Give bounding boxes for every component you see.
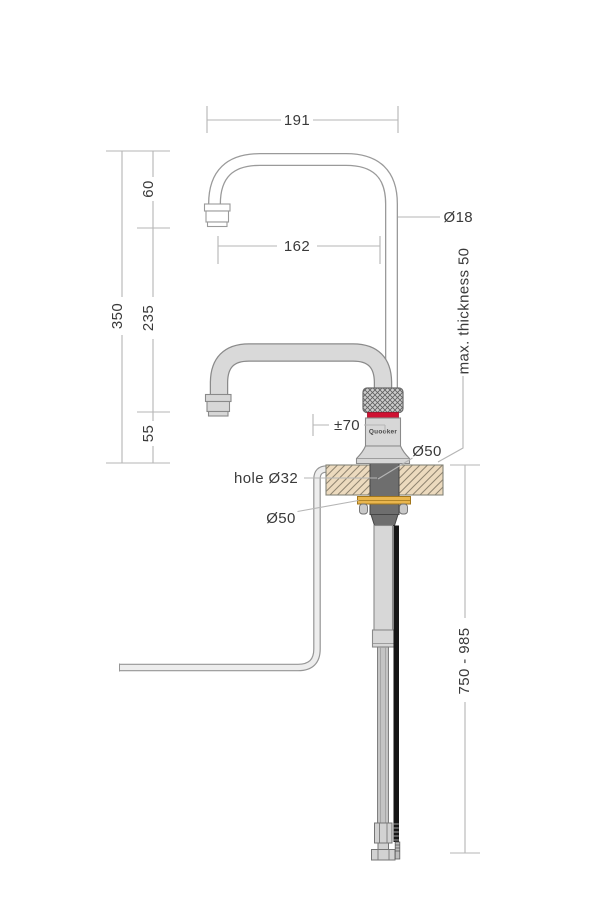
- dim-label-750-985: 750 - 985: [456, 628, 473, 695]
- dim-label-162: 162: [284, 238, 310, 255]
- dim-label-hole-d32: hole Ø32: [234, 470, 298, 487]
- label-washer-diameter-50: Ø50: [266, 499, 359, 527]
- bolt-right: [399, 503, 408, 515]
- dim-label-d50-washer: Ø50: [266, 510, 296, 527]
- spout-raised-outline: [203, 153, 398, 390]
- spout-nozzle-lowered: [204, 393, 232, 417]
- dim-label-60: 60: [140, 180, 157, 198]
- braided-hose: [377, 646, 389, 824]
- brass-washer: [357, 496, 411, 505]
- dim-spout-reach-162: 162: [217, 236, 381, 264]
- dim-segments-60-235-55: 60 235 55: [137, 150, 170, 464]
- hose-connector: [371, 629, 395, 648]
- label-base-diameter-50: Ø50: [377, 443, 442, 480]
- bolt-left: [359, 503, 368, 515]
- brand-label: Quooker: [369, 429, 397, 436]
- dim-label-350: 350: [109, 303, 126, 329]
- mounting-bolts: [359, 503, 408, 515]
- dim-total-height-350: 350: [106, 150, 138, 464]
- pullout-hose: [119, 465, 334, 672]
- dim-hose-length-750-985: 750 - 985: [450, 464, 480, 854]
- dim-spout-width-191: 191: [206, 106, 399, 133]
- dim-label-max-thickness: max. thickness 50: [456, 248, 473, 375]
- dim-label-55: 55: [140, 425, 157, 443]
- dimension-annotations: 191 350 60 235 55 162 Ø18 max. thickness…: [106, 106, 480, 854]
- red-ring: [367, 412, 399, 419]
- label-max-thickness: max. thickness 50: [437, 248, 473, 463]
- cable-ribbed-section: [393, 823, 399, 841]
- label-mounting-hole-32: hole Ø32: [234, 470, 377, 487]
- spout-lowered: [204, 343, 393, 417]
- under-counter-tube: [373, 524, 394, 633]
- dim-label-pm70: ±70: [334, 417, 360, 434]
- tap-body: Quooker: [364, 417, 402, 447]
- dim-label-191: 191: [284, 112, 310, 129]
- dim-label-d18: Ø18: [444, 209, 474, 226]
- label-swivel-70: ±70: [312, 414, 386, 436]
- handle-knurled-knob: [362, 387, 404, 414]
- label-tube-diameter-18: Ø18: [398, 209, 473, 226]
- spout-nozzle-raised: [203, 203, 231, 228]
- dim-label-d50-base: Ø50: [412, 443, 442, 460]
- hose-end-fitting: [371, 822, 396, 861]
- cable-plug: [394, 841, 401, 860]
- tap-base-flare: [355, 445, 411, 465]
- dim-label-235: 235: [140, 305, 157, 331]
- power-cable: [393, 525, 401, 860]
